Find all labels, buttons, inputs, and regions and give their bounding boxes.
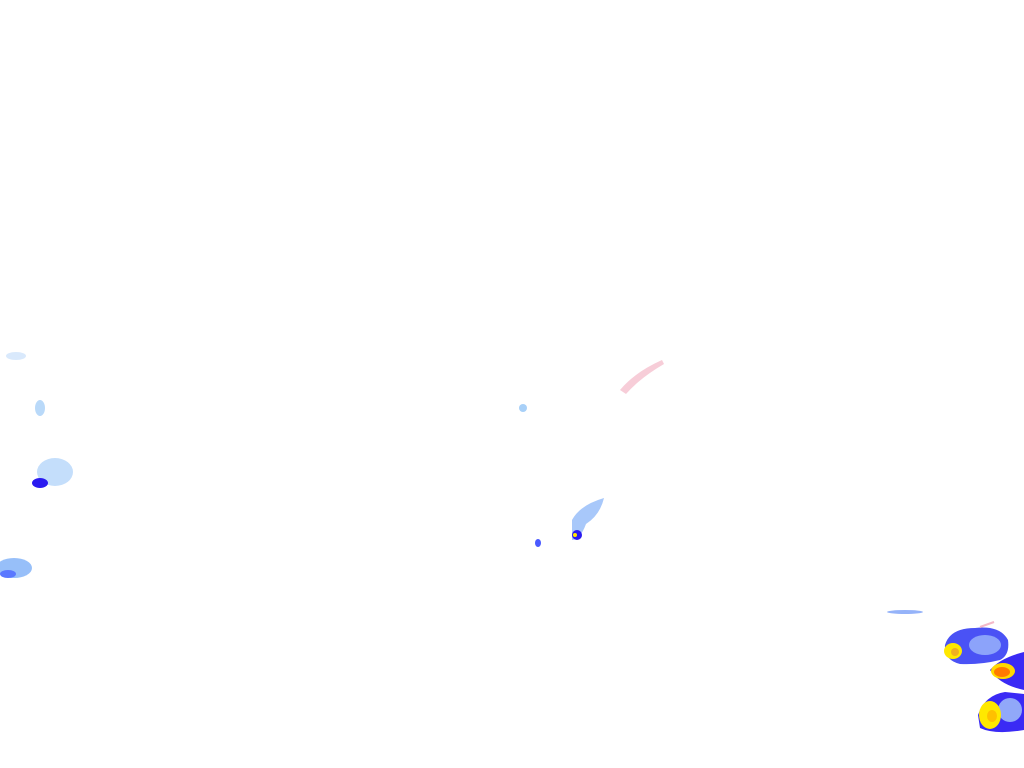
echo-west-cluster xyxy=(0,352,73,578)
echo-southeast-storms xyxy=(887,610,1024,733)
echo-central xyxy=(519,360,664,547)
